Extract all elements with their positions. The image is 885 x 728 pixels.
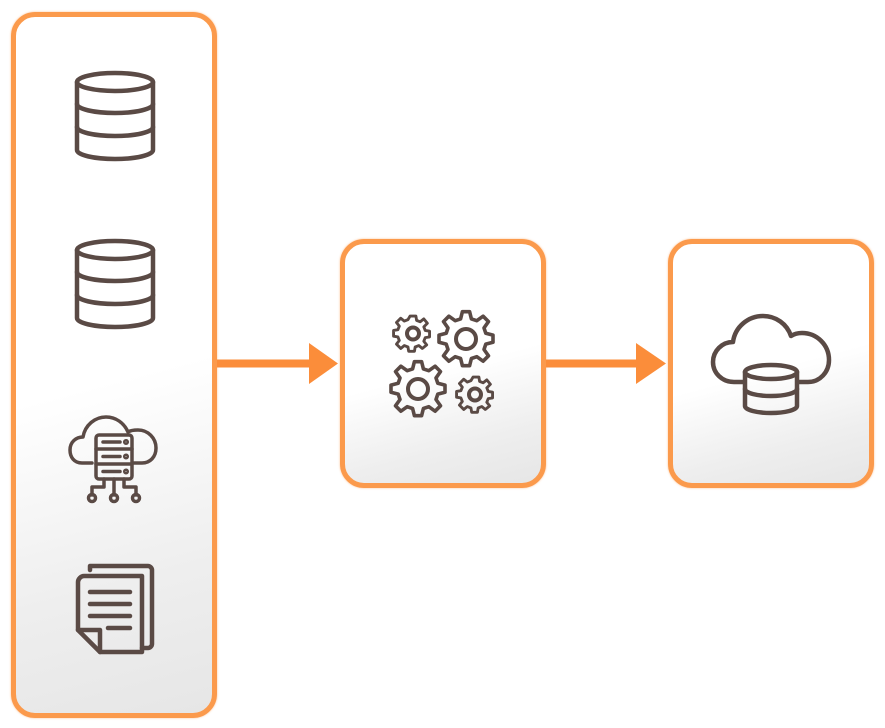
cloud-server-icon bbox=[68, 413, 162, 505]
documents-icon bbox=[74, 562, 156, 658]
cloud-database-icon bbox=[710, 312, 834, 416]
flow-arrow-processing-to-storage bbox=[546, 341, 670, 387]
database-icon bbox=[74, 238, 156, 330]
gears-icon bbox=[384, 305, 500, 423]
database-icon bbox=[74, 70, 156, 162]
flow-arrow-sources-to-processing bbox=[217, 341, 341, 387]
sources-node bbox=[11, 12, 217, 718]
processing-node bbox=[340, 239, 546, 488]
